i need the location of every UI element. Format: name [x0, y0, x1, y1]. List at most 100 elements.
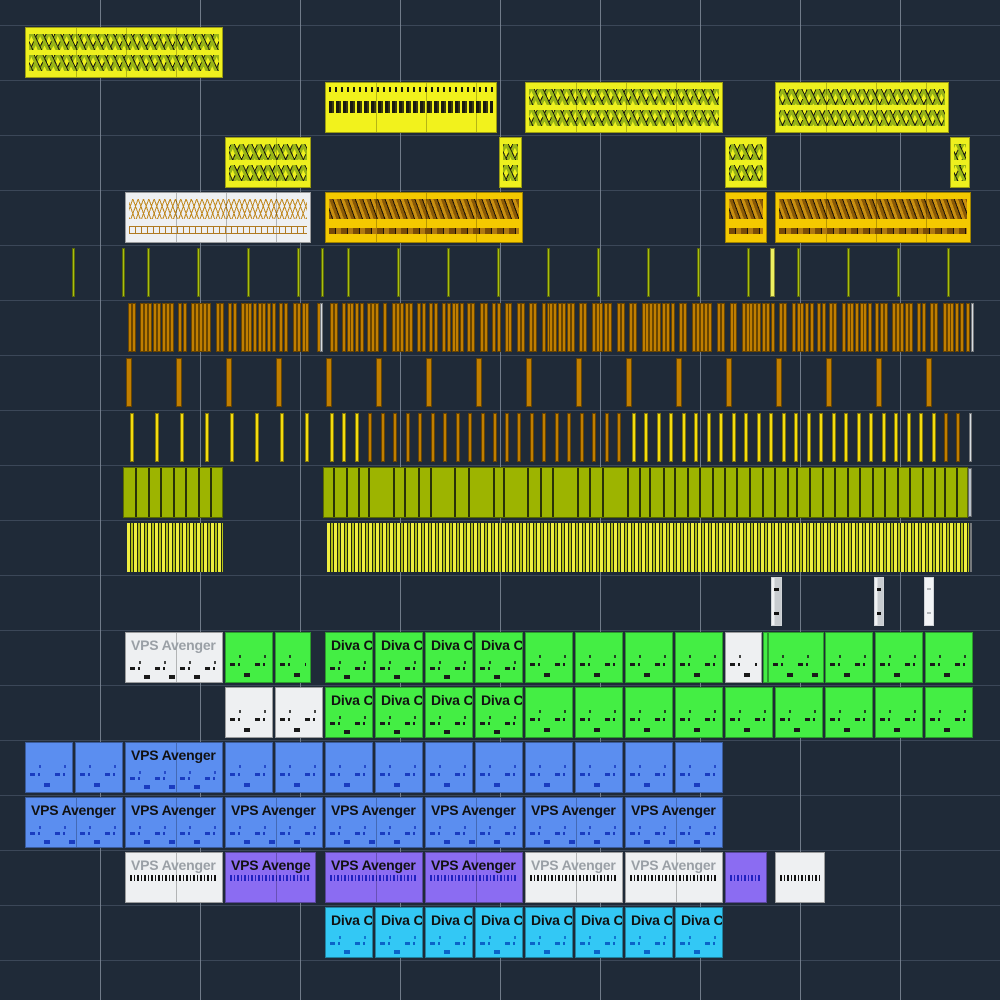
audio-clip[interactable]	[525, 82, 723, 133]
event-hit[interactable]	[882, 413, 886, 462]
midi-clip[interactable]	[625, 632, 673, 683]
event-hit[interactable]	[717, 303, 721, 352]
event-hit[interactable]	[794, 413, 798, 462]
event-hit[interactable]	[653, 303, 657, 352]
midi-clip[interactable]: VPS Avenger	[125, 852, 223, 903]
midi-clip[interactable]: Diva C	[575, 907, 623, 958]
event-hit[interactable]	[526, 358, 532, 407]
event-hit[interactable]	[683, 303, 687, 352]
event-hit[interactable]	[971, 303, 974, 352]
event-hit[interactable]	[579, 303, 583, 352]
event-hit[interactable]	[367, 303, 371, 352]
event-hit[interactable]	[228, 303, 232, 352]
midi-clip[interactable]: VPS Avenger	[425, 797, 523, 848]
event-hit[interactable]	[844, 413, 848, 462]
event-hit[interactable]	[203, 303, 207, 352]
event-hit[interactable]	[919, 413, 923, 462]
event-hit[interactable]	[797, 248, 800, 297]
event-hit[interactable]	[629, 303, 633, 352]
event-hit[interactable]	[934, 303, 938, 352]
midi-clip[interactable]	[675, 632, 723, 683]
event-hit[interactable]	[144, 303, 148, 352]
event-hit[interactable]	[447, 303, 451, 352]
event-hit[interactable]	[255, 413, 259, 462]
event-hit[interactable]	[396, 303, 400, 352]
event-hit[interactable]	[662, 303, 666, 352]
midi-clip[interactable]: VPS Avenger	[125, 632, 223, 683]
event-hit[interactable]	[279, 303, 283, 352]
midi-clip[interactable]	[575, 742, 623, 793]
event-hit[interactable]	[726, 358, 732, 407]
event-hit[interactable]	[555, 413, 559, 462]
midi-clip[interactable]	[875, 632, 923, 683]
midi-clip[interactable]: VPS Avenger	[625, 797, 723, 848]
event-hit[interactable]	[805, 303, 809, 352]
event-hit[interactable]	[542, 413, 546, 462]
event-hit[interactable]	[950, 303, 954, 352]
event-hit[interactable]	[293, 303, 297, 352]
event-hit[interactable]	[276, 358, 282, 407]
event-block-group[interactable]	[123, 467, 223, 518]
midi-clip[interactable]: Diva C	[325, 907, 373, 958]
event-hit[interactable]	[553, 303, 557, 352]
midi-clip[interactable]	[763, 632, 768, 683]
midi-clip[interactable]	[475, 742, 523, 793]
event-hit[interactable]	[633, 303, 637, 352]
midi-clip[interactable]	[525, 742, 573, 793]
audio-clip[interactable]	[25, 27, 223, 78]
event-hit[interactable]	[747, 248, 750, 297]
event-block-group[interactable]	[323, 467, 968, 518]
midi-clip[interactable]	[625, 687, 673, 738]
event-hit[interactable]	[857, 413, 861, 462]
event-hit[interactable]	[481, 413, 485, 462]
midi-clip[interactable]	[575, 632, 623, 683]
event-hit[interactable]	[608, 303, 612, 352]
midi-clip[interactable]: VPS Avenge	[225, 852, 316, 903]
midi-clip[interactable]: Diva C	[475, 907, 523, 958]
event-hit[interactable]	[426, 358, 432, 407]
event-hit[interactable]	[371, 303, 375, 352]
midi-clip[interactable]	[925, 687, 973, 738]
event-hit[interactable]	[597, 248, 600, 297]
event-hit[interactable]	[592, 303, 596, 352]
event-hit[interactable]	[926, 358, 932, 407]
event-hit[interactable]	[230, 413, 234, 462]
event-hit[interactable]	[779, 303, 783, 352]
midi-clip[interactable]: VPS Avenger	[525, 852, 623, 903]
event-hit[interactable]	[220, 303, 224, 352]
midi-clip[interactable]	[825, 632, 873, 683]
event-hit[interactable]	[671, 303, 675, 352]
event-hit[interactable]	[508, 303, 512, 352]
event-hit[interactable]	[807, 413, 811, 462]
event-hit[interactable]	[757, 413, 761, 462]
event-hit[interactable]	[657, 303, 661, 352]
event-hit[interactable]	[476, 358, 482, 407]
event-hit[interactable]	[583, 303, 587, 352]
event-hit[interactable]	[330, 413, 334, 462]
event-hit[interactable]	[130, 413, 134, 462]
audio-clip[interactable]	[775, 192, 971, 243]
audio-clip[interactable]	[225, 137, 311, 188]
event-hit[interactable]	[305, 303, 309, 352]
event-hit[interactable]	[326, 358, 332, 407]
event-hit[interactable]	[176, 358, 182, 407]
midi-clip[interactable]	[768, 632, 824, 683]
event-hit[interactable]	[492, 303, 496, 352]
event-hit[interactable]	[900, 303, 904, 352]
event-hit[interactable]	[742, 303, 746, 352]
event-hit[interactable]	[258, 303, 262, 352]
midi-clip[interactable]	[775, 687, 823, 738]
midi-clip[interactable]	[825, 687, 873, 738]
event-hit[interactable]	[917, 303, 921, 352]
event-hit[interactable]	[850, 303, 854, 352]
event-hit[interactable]	[241, 303, 245, 352]
midi-clip[interactable]	[525, 632, 573, 683]
event-hit[interactable]	[375, 303, 379, 352]
event-hit[interactable]	[580, 413, 584, 462]
event-hit[interactable]	[571, 303, 575, 352]
event-hit[interactable]	[392, 303, 396, 352]
event-hit[interactable]	[676, 358, 682, 407]
audio-clip[interactable]	[125, 192, 311, 243]
event-hit[interactable]	[128, 303, 132, 352]
